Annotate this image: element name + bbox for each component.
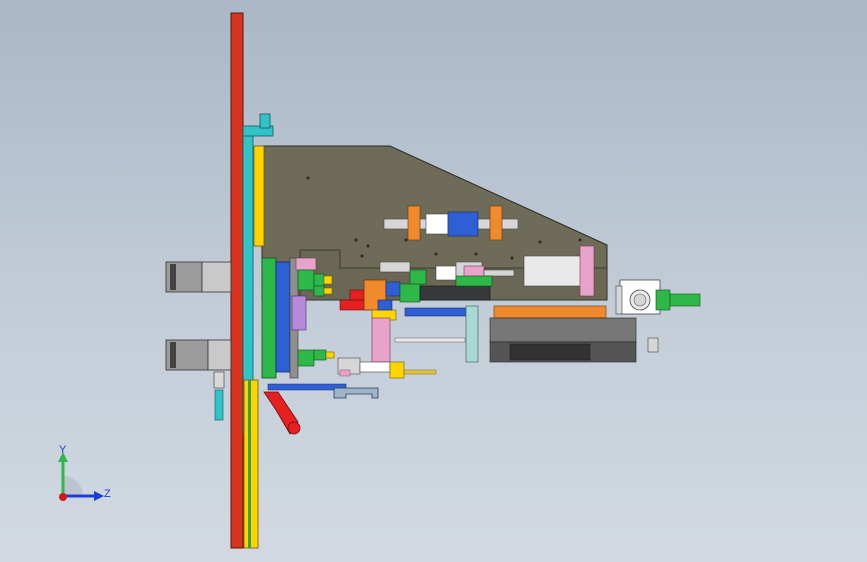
frame-strip-yellow-top	[253, 145, 265, 247]
orientation-triad[interactable]: Y Z	[58, 444, 111, 501]
cad-assembly[interactable]	[165, 12, 701, 549]
fittings-upper	[297, 269, 333, 297]
center-mechanism	[337, 261, 515, 379]
triad-quadrant	[63, 476, 83, 496]
frame-plate-red	[230, 12, 244, 549]
upper-bracket-assembly	[383, 205, 519, 241]
y-axis-arrow	[58, 452, 68, 462]
end-cap-assembly	[615, 279, 701, 353]
slide-unit	[489, 245, 637, 363]
inner-plate-blue	[275, 261, 291, 373]
x-axis-dot	[59, 493, 67, 501]
fittings-lower	[297, 349, 335, 367]
z-axis-arrow	[94, 491, 104, 501]
frame-strip-green-bottom	[248, 380, 251, 548]
top-bracket	[242, 125, 274, 137]
cylinder-upper	[165, 261, 232, 293]
z-axis-label: Z	[104, 488, 111, 500]
inner-plate-green	[261, 257, 277, 379]
cylinder-lower	[165, 339, 232, 421]
inner-block-pink	[295, 257, 317, 271]
y-axis-label: Y	[59, 444, 67, 456]
lever-red-knob	[287, 421, 301, 435]
top-bracket-post	[259, 113, 271, 129]
bolt-holes	[306, 176, 582, 260]
bracket-l-shaped	[333, 387, 379, 399]
inner-plate-purple	[291, 295, 307, 331]
